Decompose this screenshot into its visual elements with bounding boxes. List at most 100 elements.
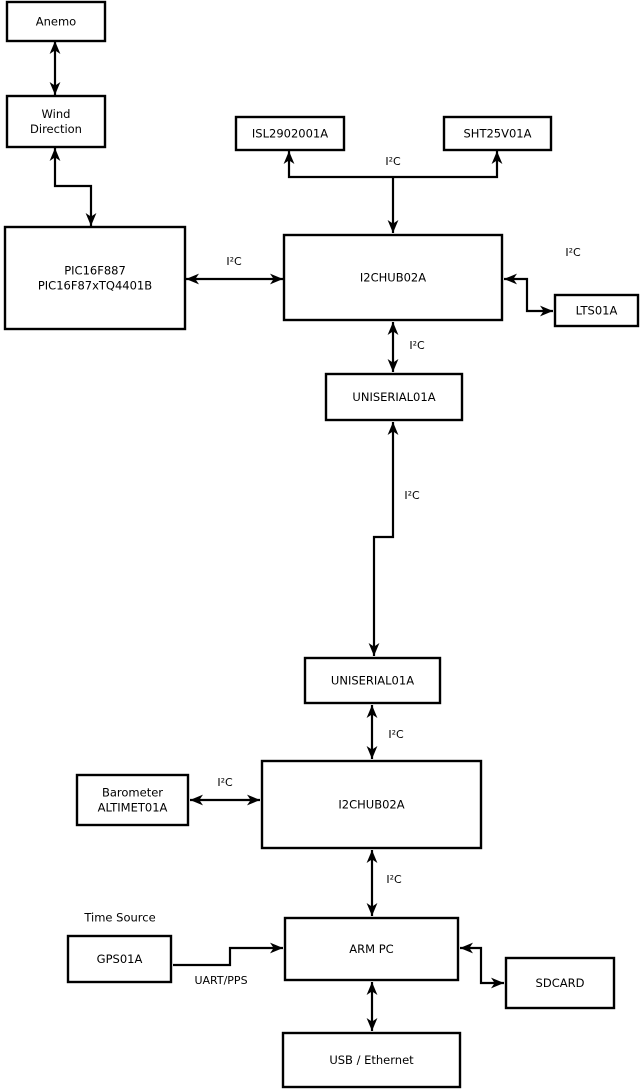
arrowhead-end <box>49 82 61 95</box>
node-label-hub_top: I2CHUB02A <box>360 270 426 284</box>
node-box-lts[interactable] <box>553 293 640 328</box>
node-box-sdcard[interactable] <box>504 956 616 1010</box>
edge-hub-isl-sht-bus: I²C <box>283 151 503 233</box>
node-sht[interactable]: SHT25V01A <box>442 115 553 152</box>
edge-hub-bot-armpc: I²C <box>366 850 402 916</box>
node-label-sht: SHT25V01A <box>464 126 532 140</box>
edge-gps-armpc: UART/PPS <box>173 942 283 987</box>
arrowhead-end <box>540 305 553 317</box>
edge-label-hub-lts: I²C <box>565 246 581 259</box>
node-uniserial_lo[interactable]: UNISERIAL01A <box>303 656 442 705</box>
node-hub_bot[interactable]: I2CHUB02A <box>260 759 483 850</box>
node-label-anemo: Anemo <box>36 14 76 28</box>
arrowhead-start <box>504 273 517 285</box>
free-labels-layer: Time Source <box>83 911 155 925</box>
arrowhead-end <box>366 903 378 916</box>
node-label-usbeth: USB / Ethernet <box>329 1053 414 1067</box>
node-label-isl: ISL2902001A <box>252 126 328 140</box>
node-armpc[interactable]: ARM PC <box>283 916 460 982</box>
node-box-usbeth[interactable] <box>281 1031 462 1089</box>
node-label-uniserial_up: UNISERIAL01A <box>352 390 435 404</box>
edge-label-barometer-hub-bot: I²C <box>217 776 233 789</box>
node-box-gps[interactable] <box>66 934 173 984</box>
node-lts[interactable]: LTS01A <box>553 293 640 328</box>
edge-label-hub-bot-armpc: I²C <box>386 873 402 886</box>
node-anemo[interactable]: Anemo <box>5 0 107 43</box>
edge-label-hub-isl-sht-bus: I²C <box>385 155 401 168</box>
arrowhead-start <box>186 273 199 285</box>
arrowhead-bus-left <box>283 151 295 164</box>
node-box-hub_bot[interactable] <box>260 759 483 850</box>
arrowhead-start <box>366 850 378 863</box>
node-box-pic[interactable] <box>3 225 187 331</box>
arrowhead-end <box>270 273 283 285</box>
edges-layer: I²C I²C I²C I²C I²C I²C I²C I²C UART/PPS <box>49 41 581 1031</box>
arrowhead-branch-end <box>387 220 399 233</box>
edge-path <box>173 946 283 967</box>
arrowhead-end <box>247 794 260 806</box>
arrowhead-start <box>366 705 378 718</box>
node-label-gps: GPS01A <box>97 952 143 966</box>
arrowhead-end <box>491 977 504 989</box>
arrowhead-start <box>190 794 203 806</box>
node-gps[interactable]: GPS01A <box>66 934 173 984</box>
edge-path <box>372 422 395 656</box>
edge-label-uniserial-link: I²C <box>404 489 420 502</box>
edge-anemo-wind <box>49 41 61 95</box>
node-box-anemo[interactable] <box>5 0 107 43</box>
arrowhead-end <box>270 942 283 954</box>
node-label-sdcard: SDCARD <box>536 976 585 990</box>
node-box-wind[interactable] <box>5 94 107 149</box>
edge-path <box>460 946 504 985</box>
edge-hub-uniserial-up: I²C <box>387 322 425 372</box>
edge-pic-hub-top: I²C <box>186 255 283 285</box>
edge-armpc-usbeth <box>366 982 378 1031</box>
node-sdcard[interactable]: SDCARD <box>504 956 616 1010</box>
node-box-uniserial_up[interactable] <box>324 372 464 422</box>
arrowhead-start <box>387 422 399 435</box>
arrowhead-end <box>368 643 380 656</box>
edge-hub-lts: I²C <box>504 246 581 317</box>
node-uniserial_up[interactable]: UNISERIAL01A <box>324 372 464 422</box>
node-hub_top[interactable]: I2CHUB02A <box>282 233 504 322</box>
arrowhead-end <box>387 359 399 372</box>
node-box-hub_top[interactable] <box>282 233 504 322</box>
edge-label-gps-armpc: UART/PPS <box>194 974 247 987</box>
edge-armpc-sdcard <box>460 942 504 989</box>
arrowhead-start <box>460 942 473 954</box>
node-label-lts: LTS01A <box>576 303 618 317</box>
arrowhead-start <box>49 41 61 54</box>
node-box-barometer[interactable] <box>75 773 190 827</box>
free-label-time-source: Time Source <box>83 911 155 925</box>
arrowhead-start <box>366 982 378 995</box>
arrowhead-start <box>49 148 61 161</box>
arrowhead-start <box>387 322 399 335</box>
node-box-sht[interactable] <box>442 115 553 152</box>
arrowhead-end <box>366 746 378 759</box>
node-box-uniserial_lo[interactable] <box>303 656 442 705</box>
edge-uniserial-lo-hub-bot: I²C <box>366 705 404 759</box>
edge-path <box>53 148 93 226</box>
arrowhead-bus-right <box>491 151 503 164</box>
node-label-hub_bot: I2CHUB02A <box>338 797 404 811</box>
edge-path <box>504 277 553 313</box>
node-box-isl[interactable] <box>234 115 346 152</box>
node-usbeth[interactable]: USB / Ethernet <box>281 1031 462 1089</box>
arrowhead-end <box>85 213 97 226</box>
edge-label-uniserial-lo-hub-bot: I²C <box>388 728 404 741</box>
node-box-armpc[interactable] <box>283 916 460 982</box>
arrowhead-end <box>366 1018 378 1031</box>
node-isl[interactable]: ISL2902001A <box>234 115 346 152</box>
edge-label-hub-uniserial-up: I²C <box>409 339 425 352</box>
edge-barometer-hub-bot: I²C <box>190 776 260 806</box>
node-label-uniserial_lo: UNISERIAL01A <box>331 673 414 687</box>
